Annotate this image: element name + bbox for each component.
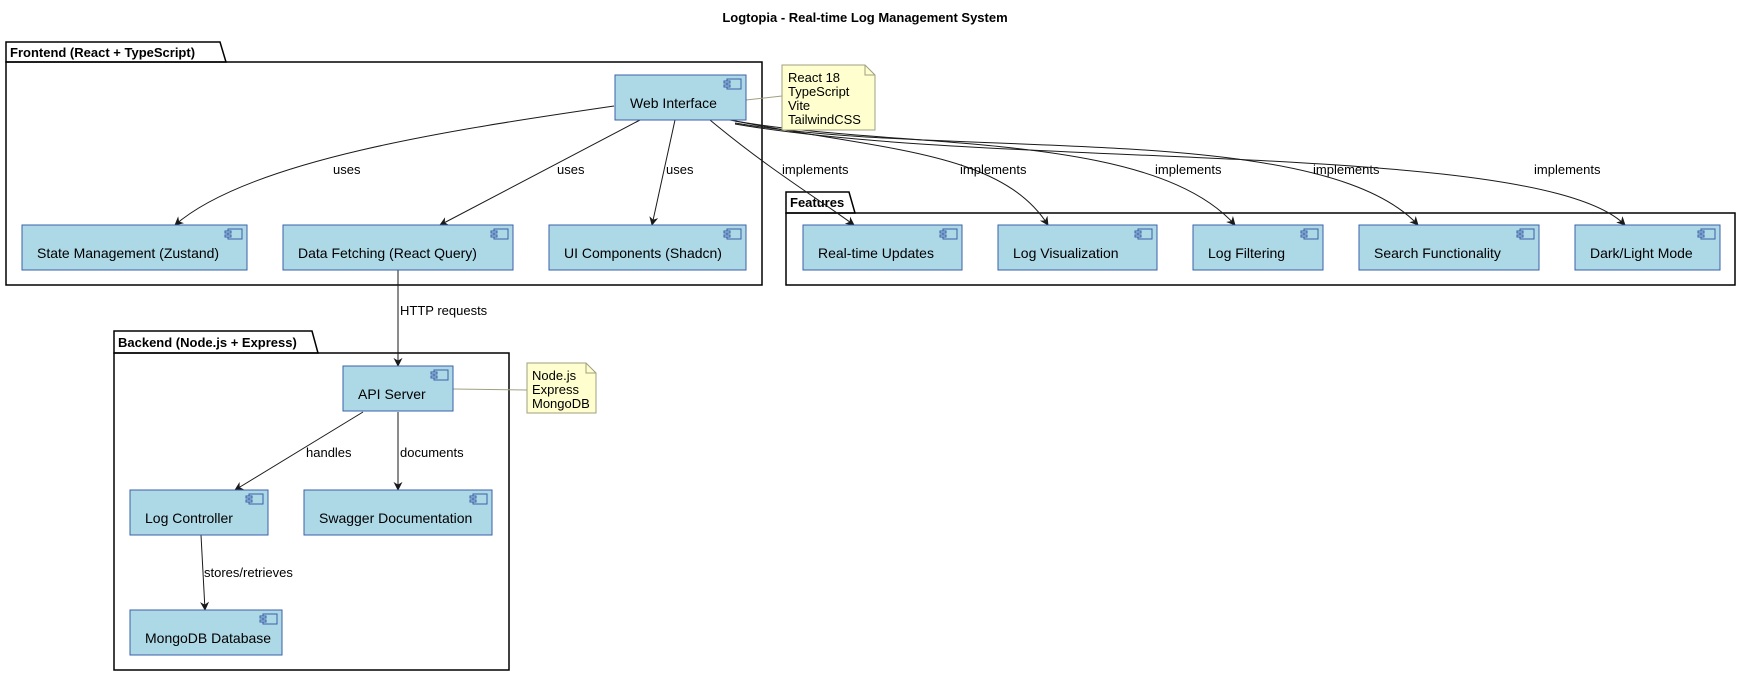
- component-log-controller-label: Log Controller: [145, 510, 233, 526]
- component-api-server: API Server: [342, 365, 454, 412]
- component-realtime-updates-label: Real-time Updates: [818, 245, 934, 261]
- package-frontend-label: Frontend (React + TypeScript): [10, 45, 195, 60]
- component-ui-components: UI Components (Shadcn): [548, 224, 747, 271]
- component-state-management-label: State Management (Zustand): [37, 245, 219, 261]
- note-frontend-line-1: React 18: [788, 70, 840, 85]
- edge-web-to-filtering: [734, 120, 1236, 226]
- component-swagger-documentation: Swagger Documentation: [303, 489, 493, 536]
- component-mongodb-database-label: MongoDB Database: [145, 630, 271, 646]
- note-backend-line-2: Express: [532, 382, 579, 397]
- edge-label-stores-retrieves: stores/retrieves: [204, 565, 293, 580]
- edge-web-to-ui: [649, 119, 676, 226]
- diagram-title: Logtopia - Real-time Log Management Syst…: [722, 10, 1007, 25]
- component-log-visualization: Log Visualization: [997, 224, 1158, 271]
- edge-web-to-state: [174, 105, 615, 226]
- note-frontend-line-4: TailwindCSS: [788, 112, 861, 127]
- component-state-management: State Management (Zustand): [21, 224, 248, 271]
- edge-web-to-darkmode: [734, 123, 1626, 226]
- edge-label-uses-state: uses: [333, 162, 361, 177]
- component-swagger-documentation-label: Swagger Documentation: [319, 510, 472, 526]
- package-features: Features: [785, 191, 1736, 286]
- edge-api-to-controller: [234, 411, 364, 491]
- package-backend: Backend (Node.js + Express): [113, 330, 510, 671]
- component-log-filtering: Log Filtering: [1192, 224, 1324, 271]
- component-dark-light-mode: Dark/Light Mode: [1574, 224, 1721, 271]
- edge-label-http-requests: HTTP requests: [400, 303, 488, 318]
- package-frontend: Frontend (React + TypeScript): [5, 41, 763, 286]
- component-search-functionality: Search Functionality: [1358, 224, 1540, 271]
- edge-web-to-data: [439, 119, 641, 226]
- note-frontend-stack: React 18 TypeScript Vite TailwindCSS: [781, 64, 876, 131]
- component-realtime-updates: Real-time Updates: [802, 224, 963, 271]
- package-features-label: Features: [790, 195, 844, 210]
- note-frontend-line-2: TypeScript: [788, 84, 850, 99]
- component-log-visualization-label: Log Visualization: [1013, 245, 1119, 261]
- note-frontend-line-3: Vite: [788, 98, 810, 113]
- edges: uses uses uses implements implements imp…: [174, 95, 1626, 611]
- component-search-functionality-label: Search Functionality: [1374, 245, 1501, 261]
- note-anchor-backend: [452, 388, 528, 391]
- edge-label-handles: handles: [306, 445, 352, 460]
- edge-label-implements-filtering: implements: [1155, 162, 1222, 177]
- component-log-controller: Log Controller: [129, 489, 269, 536]
- component-api-server-label: API Server: [358, 386, 426, 402]
- component-log-filtering-label: Log Filtering: [1208, 245, 1285, 261]
- edge-label-implements-realtime: implements: [782, 162, 849, 177]
- edge-label-uses-ui: uses: [666, 162, 694, 177]
- component-ui-components-label: UI Components (Shadcn): [564, 245, 722, 261]
- component-dark-light-mode-label: Dark/Light Mode: [1590, 245, 1693, 261]
- package-backend-label: Backend (Node.js + Express): [118, 335, 297, 350]
- edge-label-implements-search: implements: [1313, 162, 1380, 177]
- edge-web-to-realtime: [709, 119, 855, 226]
- component-web-interface-label: Web Interface: [630, 95, 717, 111]
- edge-label-implements-darkmode: implements: [1534, 162, 1601, 177]
- note-backend-line-3: MongoDB: [532, 396, 590, 411]
- edge-web-to-search: [734, 122, 1419, 226]
- edge-label-implements-visualization: implements: [960, 162, 1027, 177]
- note-backend-line-1: Node.js: [532, 368, 577, 383]
- component-mongodb-database: MongoDB Database: [129, 609, 283, 656]
- note-anchor-frontend: [745, 95, 783, 101]
- edge-label-uses-data: uses: [557, 162, 585, 177]
- edge-label-documents: documents: [400, 445, 464, 460]
- component-web-interface: Web Interface: [614, 74, 747, 121]
- component-data-fetching: Data Fetching (React Query): [282, 224, 514, 271]
- note-backend-stack: Node.js Express MongoDB: [526, 362, 597, 414]
- component-data-fetching-label: Data Fetching (React Query): [298, 245, 477, 261]
- edge-controller-to-mongodb: [200, 534, 210, 611]
